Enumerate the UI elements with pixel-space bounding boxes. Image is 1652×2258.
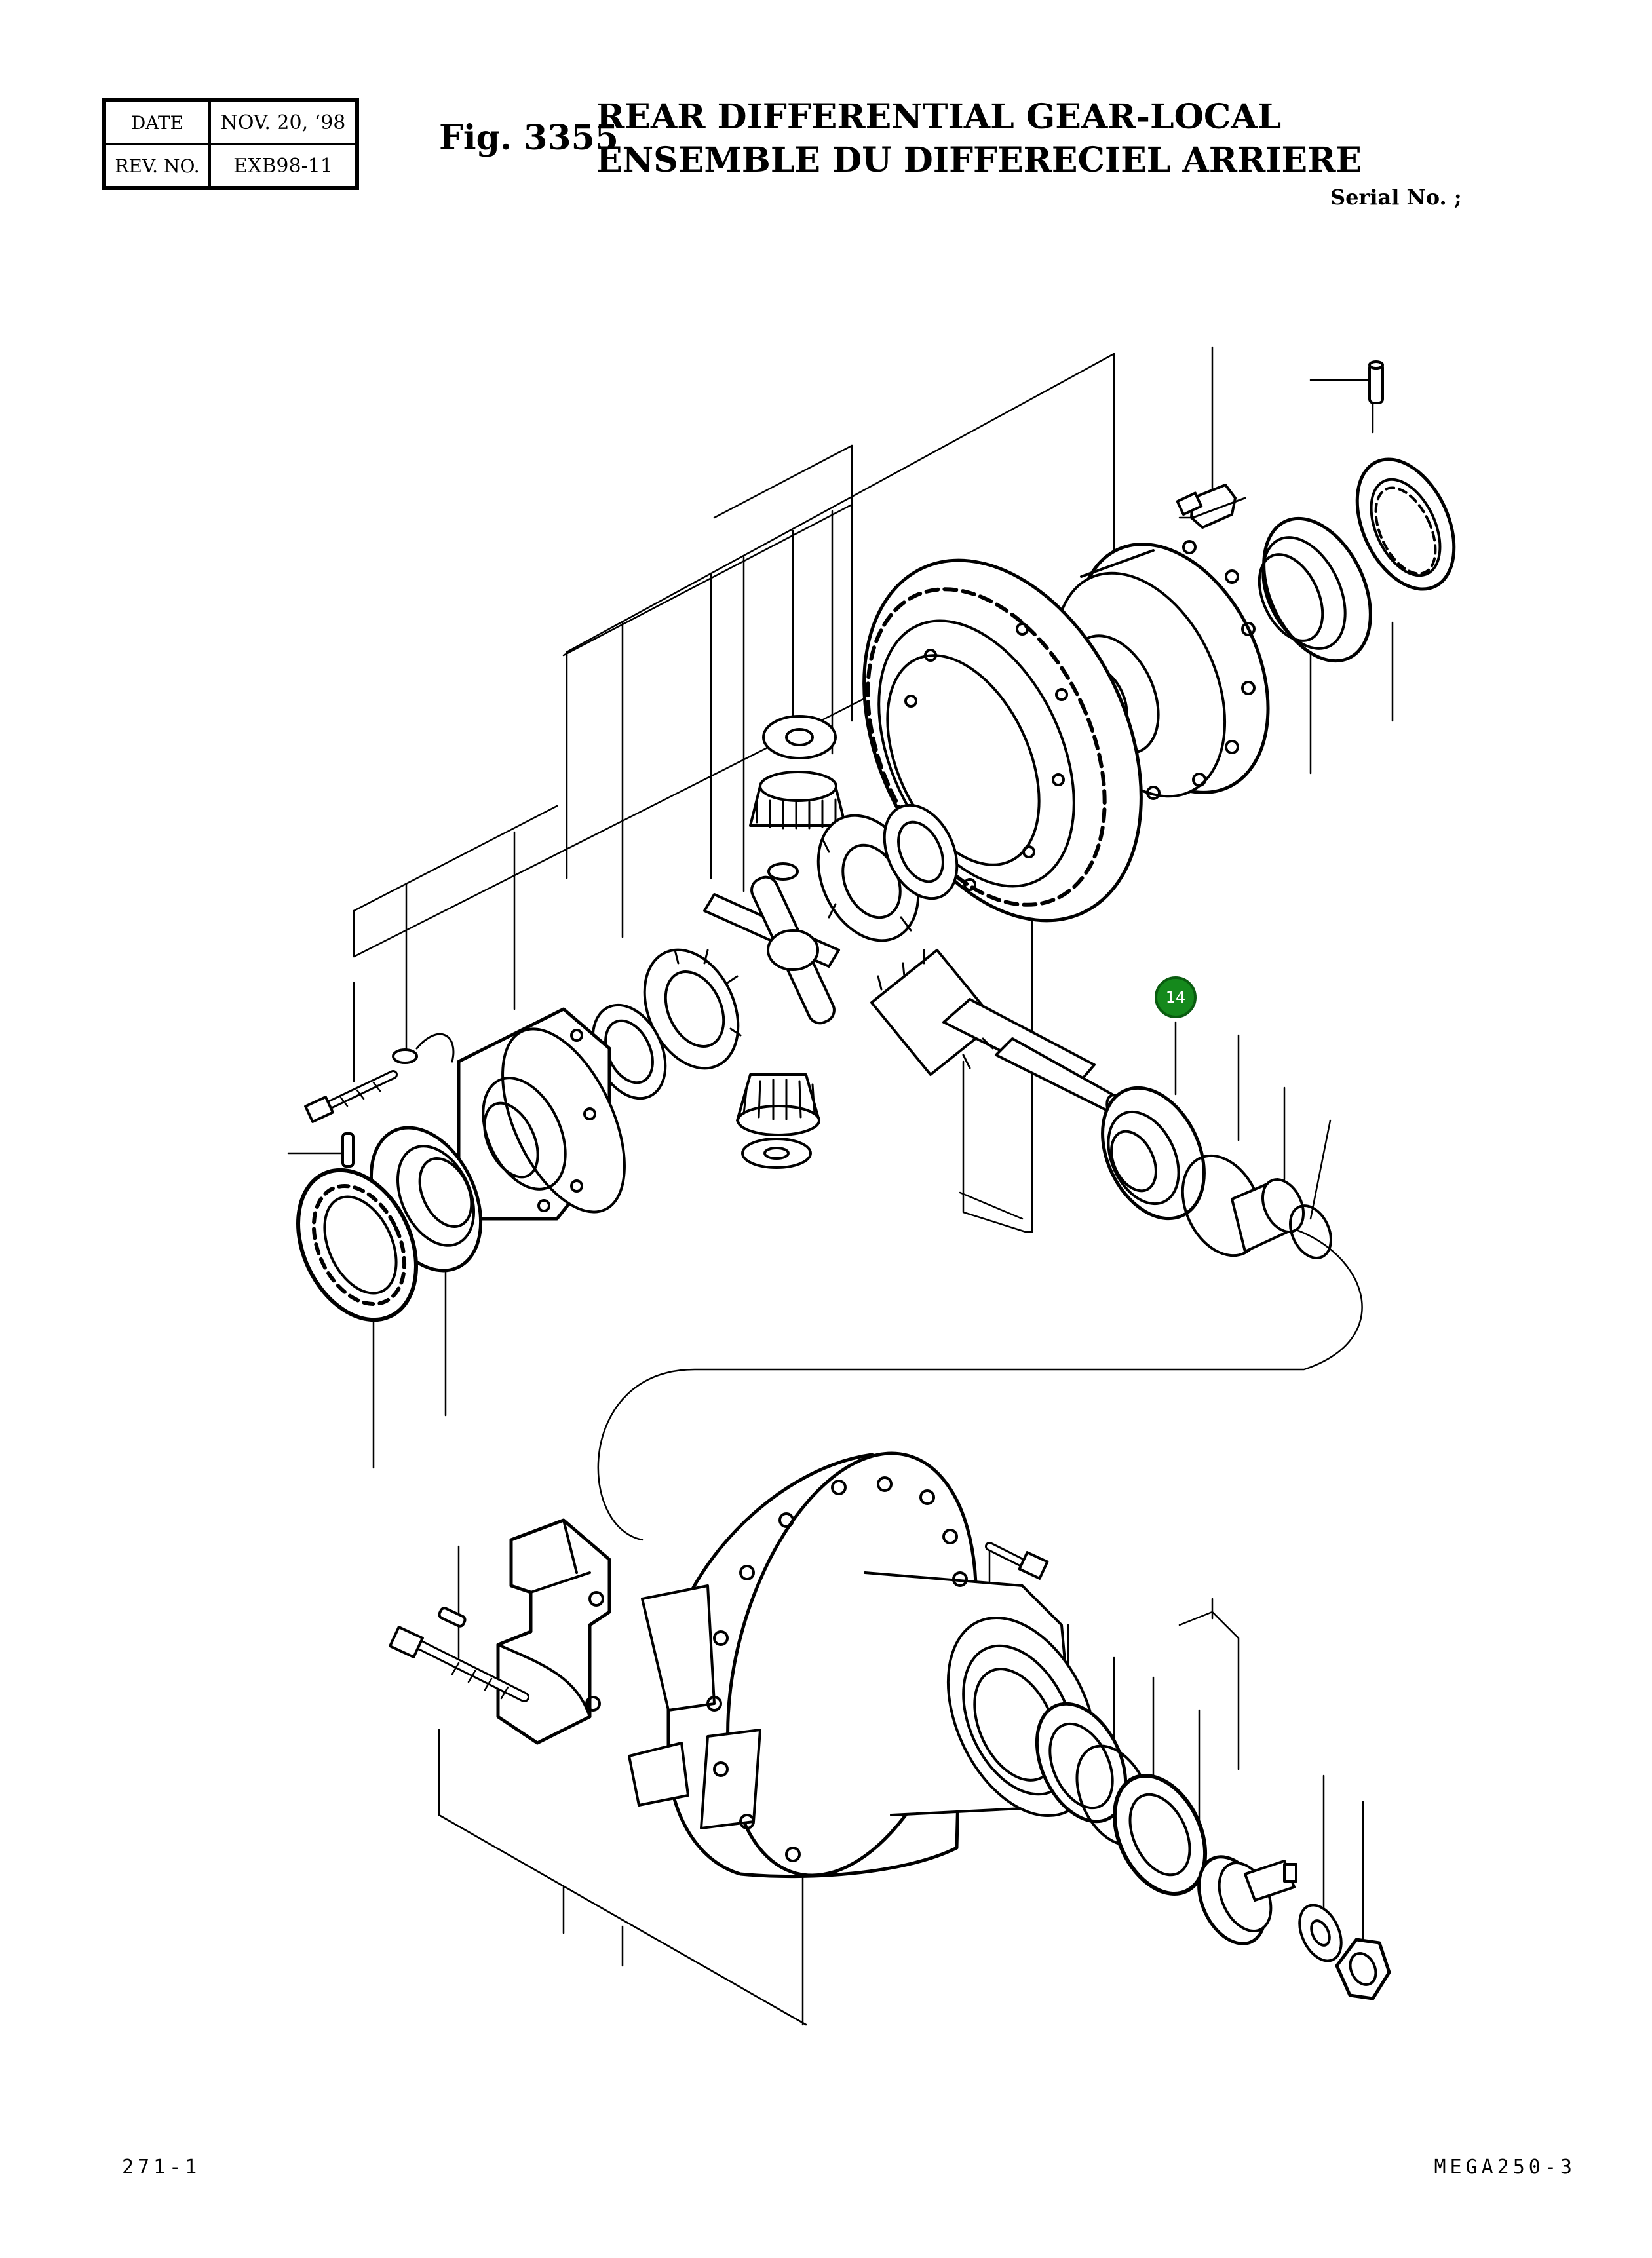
model-reference: MEGA250-3 xyxy=(1434,2156,1576,2179)
bearing-upper-right xyxy=(1258,516,1372,663)
bolt-top xyxy=(1176,484,1246,529)
adjuster-nut-upper xyxy=(1355,457,1456,591)
serial-number-label: Serial No. ; xyxy=(1330,185,1462,210)
page-reference: 271-1 xyxy=(122,2156,201,2179)
date-value: NOV. 20, ‘98 xyxy=(210,101,356,144)
bearing-lower xyxy=(1035,1702,1128,1824)
leader-lines-lower xyxy=(438,1545,1364,2026)
bearing-cap xyxy=(496,1518,611,1745)
housing-bolt xyxy=(985,1542,1049,1580)
figure-title-english: REAR DIFFERENTIAL GEAR-LOCAL xyxy=(596,97,1282,137)
leader-lines-upper xyxy=(287,346,1394,1541)
rev-value: EXB98-11 xyxy=(210,144,356,187)
dowel-pin-top xyxy=(1368,360,1384,404)
pinion-gear-bottom xyxy=(736,1073,820,1169)
spacer-collar xyxy=(1231,1178,1305,1253)
figure-number: Fig. 3355 xyxy=(439,118,619,158)
o-ring-small xyxy=(1289,1204,1332,1259)
cap-bolt xyxy=(389,1626,529,1702)
long-bolt-left xyxy=(304,1070,398,1123)
companion-flange xyxy=(1197,1855,1297,1945)
nut-lower xyxy=(1335,1938,1391,2000)
revision-table: DATE NOV. 20, ‘98 REV. NO. EXB98-11 xyxy=(102,98,359,190)
pinion-gear-top xyxy=(749,771,847,830)
thrust-washer-top xyxy=(762,715,837,759)
spider-cross xyxy=(703,862,840,1025)
rev-label: REV. NO. xyxy=(105,144,210,187)
pinion-bearing xyxy=(1101,1086,1206,1221)
adjuster-nut-lower xyxy=(296,1168,418,1322)
drive-pinion-shaft xyxy=(870,949,1129,1124)
washer-lower xyxy=(1298,1904,1343,1962)
oil-seal xyxy=(1112,1774,1208,1896)
dowel-pin-left xyxy=(341,1132,355,1168)
lock-washer-small xyxy=(392,1033,455,1064)
thrust-washer-right xyxy=(883,803,959,900)
diff-case-left xyxy=(457,1007,626,1221)
carrier-housing xyxy=(628,1451,1098,1879)
callout-marker[interactable]: 14 xyxy=(1155,976,1197,1018)
cap-dowel xyxy=(438,1607,467,1628)
date-label: DATE xyxy=(105,101,210,144)
figure-title-french: ENSEMBLE DU DIFFERECIEL ARRIERE xyxy=(596,140,1362,180)
